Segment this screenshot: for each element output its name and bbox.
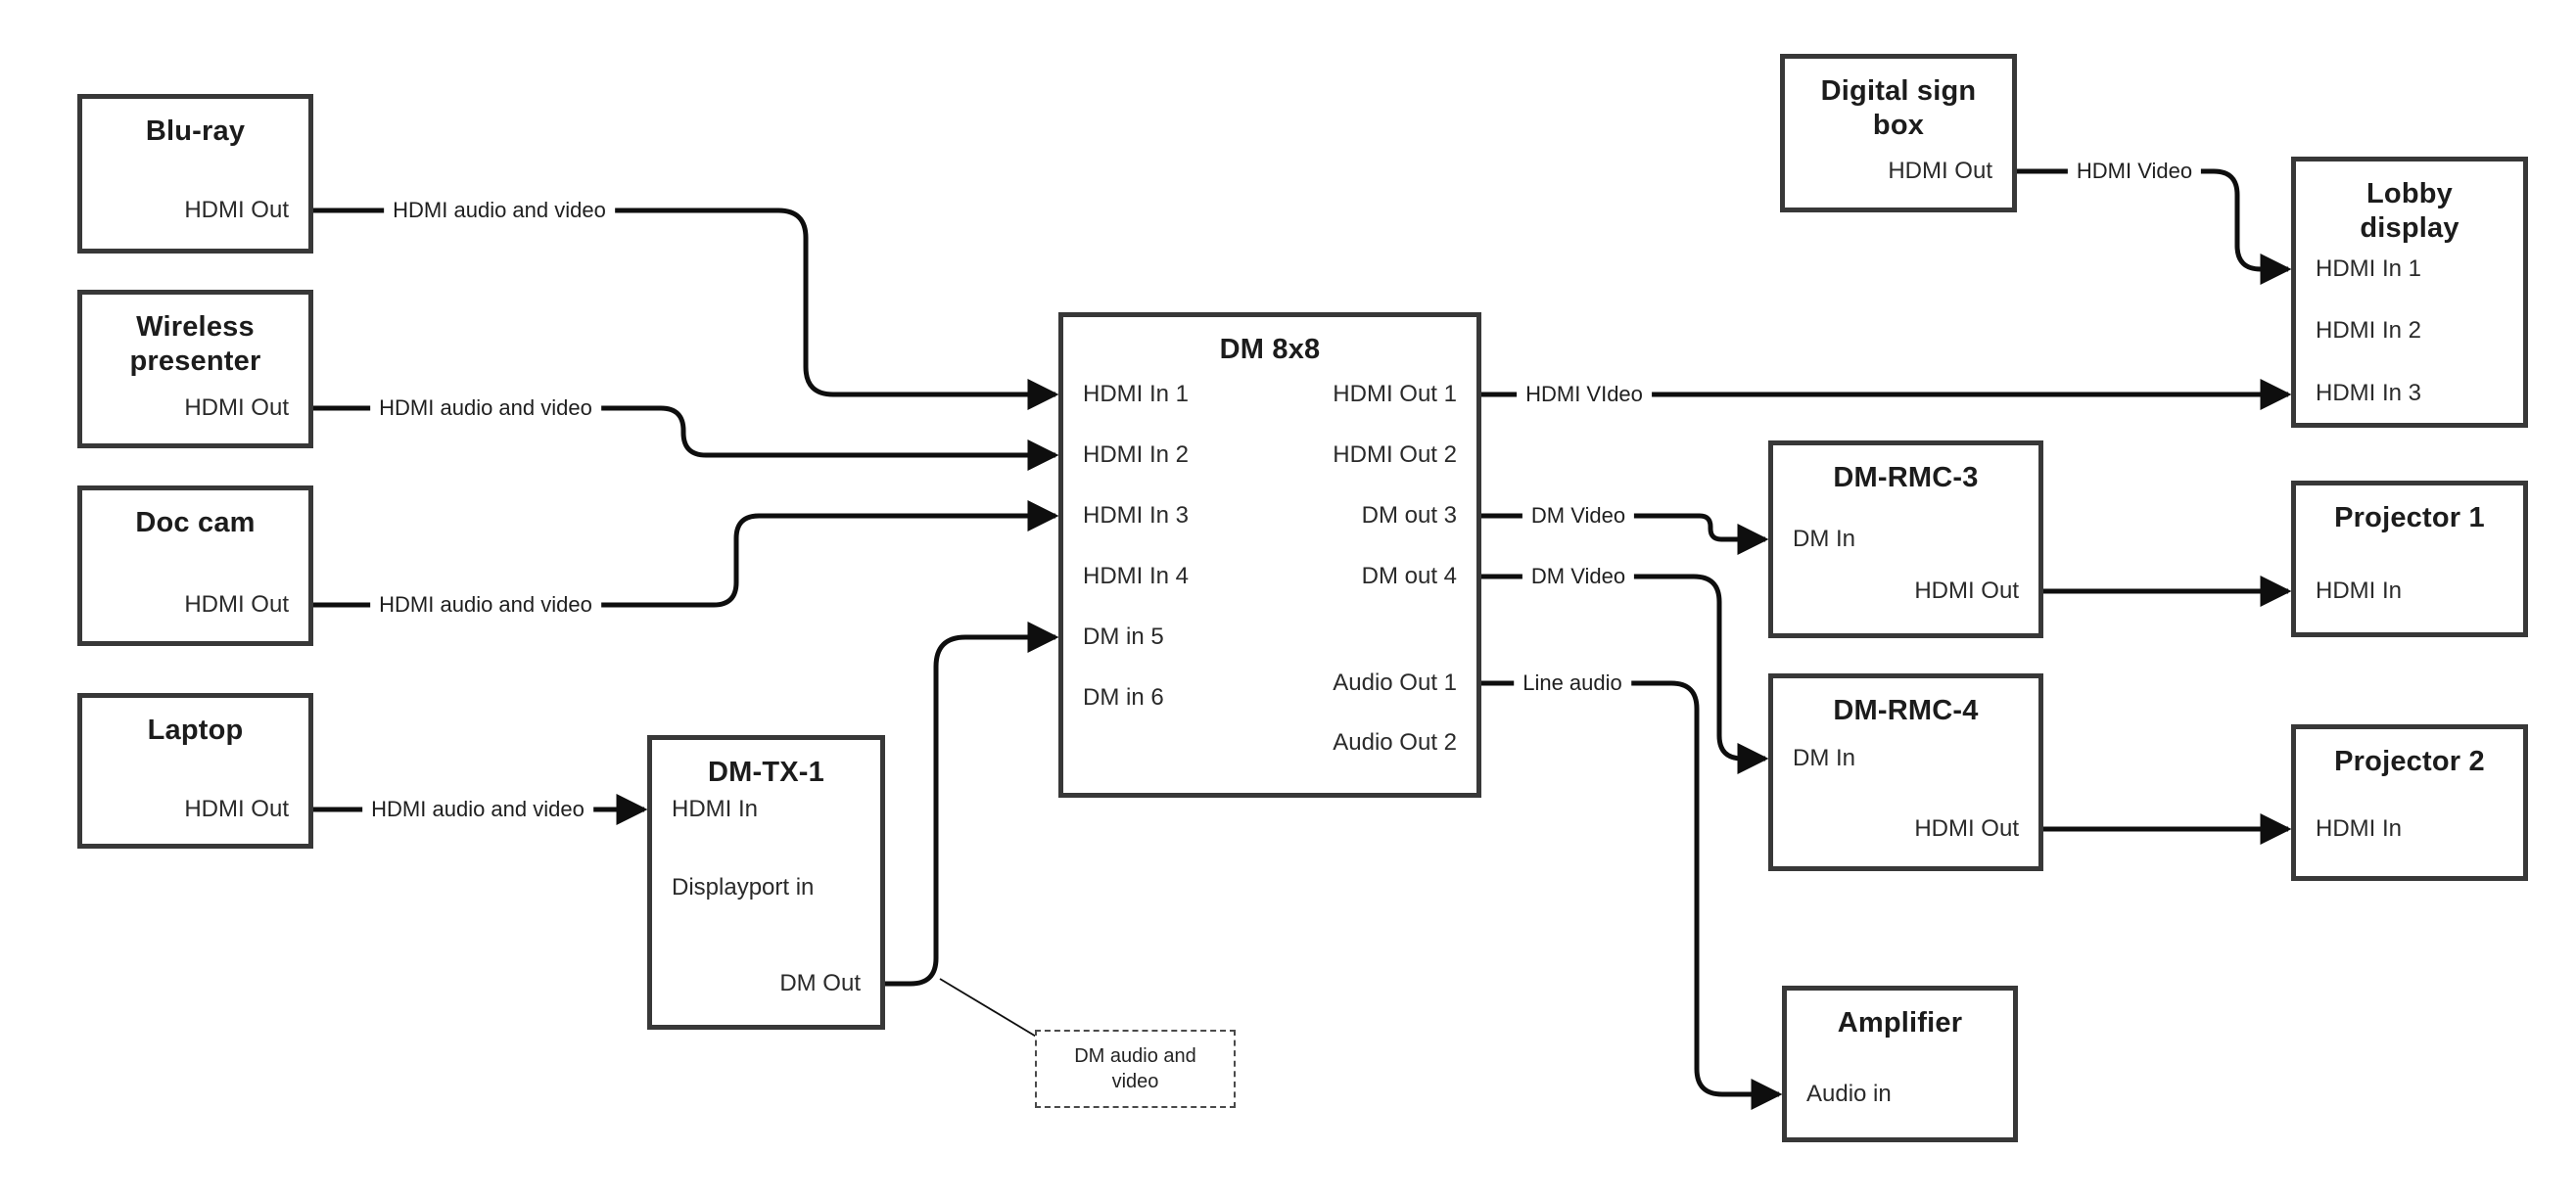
dm-8x8-port-dm-in-5: DM in 5: [1083, 624, 1164, 650]
wire-dm8x8-out4-to-rmc4-dmin: [1481, 574, 1769, 774]
dm-rmc-3-port-hdmi-out: HDMI Out: [1914, 577, 2019, 604]
dm-8x8-port-audio-out-1: Audio Out 1: [1333, 670, 1457, 696]
wire-dm8x8-out3-to-rmc3-dmin: [1481, 513, 1769, 555]
laptop-title: Laptop: [147, 715, 244, 746]
dm-rmc-4-title: DM-RMC-4: [1833, 695, 1979, 726]
dm-tx-1-port-dm-out: DM Out: [779, 970, 861, 996]
projector-2-port-hdmi-in: HDMI In: [2316, 815, 2403, 842]
wireless-presenter-port-hdmi-out: HDMI Out: [184, 394, 289, 421]
device-box-projector-2: Projector 2 HDMI In: [2291, 724, 2528, 881]
laptop-port-hdmi-out: HDMI Out: [184, 796, 289, 822]
dm-8x8-port-hdmi-in-2: HDMI In 2: [1083, 441, 1190, 468]
projector-2-title: Projector 2: [2334, 746, 2485, 777]
device-box-dm-rmc-4: DM-RMC-4 DM In HDMI Out: [1768, 673, 2043, 871]
dm-8x8-title: DM 8x8: [1219, 334, 1321, 365]
dm-8x8-port-hdmi-in-1: HDMI In 1: [1083, 381, 1190, 407]
dm-rmc-4-port-hdmi-out: HDMI Out: [1914, 815, 2019, 842]
amplifier-port-audio-in: Audio in: [1806, 1081, 1892, 1107]
wireless-presenter-title: Wireless presenter: [129, 311, 261, 377]
callout-leader-line: [939, 978, 1039, 1039]
dm-tx-1-port-displayport-in: Displayport in: [672, 874, 815, 901]
dm-8x8-port-dm-out-3: DM out 3: [1361, 502, 1457, 529]
lobby-display-title: Lobby display: [2360, 178, 2459, 244]
wire-dm8x8-audioout1-to-amp: [1481, 680, 1783, 1110]
wire-label-wireless-to-dm8x8-in2: HDMI audio and video: [370, 393, 601, 423]
dm-tx-1-title: DM-TX-1: [707, 757, 824, 788]
amplifier-title: Amplifier: [1837, 1007, 1963, 1039]
wire-wireless-to-dm8x8-in2: [313, 405, 1059, 471]
wire-label-dm8x8-out4-to-rmc4-dmin: DM Video: [1522, 562, 1635, 591]
bluray-port-hdmi-out: HDMI Out: [184, 197, 289, 223]
doc-cam-port-hdmi-out: HDMI Out: [184, 591, 289, 618]
dm-rmc-4-port-dm-in: DM In: [1793, 745, 1856, 771]
callout-dm-audio-and-video: DM audio and video: [1035, 1030, 1236, 1108]
doc-cam-title: Doc cam: [135, 507, 256, 538]
lobby-display-port-hdmi-in-2: HDMI In 2: [2316, 317, 2422, 344]
dm-rmc-3-title: DM-RMC-3: [1833, 462, 1979, 493]
wire-dmtx1-dmout-to-dm8x8-in5: [885, 621, 1059, 987]
digital-sign-box-title: Digital sign box: [1820, 75, 1977, 141]
dm-8x8-port-hdmi-out-1: HDMI Out 1: [1333, 381, 1457, 407]
dm-8x8-port-hdmi-in-4: HDMI In 4: [1083, 563, 1190, 589]
device-box-dm-rmc-3: DM-RMC-3 DM In HDMI Out: [1768, 440, 2043, 638]
dm-8x8-port-hdmi-out-2: HDMI Out 2: [1333, 441, 1457, 468]
wire-doccam-to-dm8x8-in3: [313, 499, 1059, 608]
lobby-display-port-hdmi-in-3: HDMI In 3: [2316, 380, 2422, 406]
dm-8x8-port-dm-in-6: DM in 6: [1083, 684, 1164, 711]
dm-8x8-port-audio-out-2: Audio Out 2: [1333, 729, 1457, 756]
dm-8x8-port-hdmi-in-3: HDMI In 3: [1083, 502, 1190, 529]
dm-8x8-port-dm-out-4: DM out 4: [1361, 563, 1457, 589]
lobby-display-port-hdmi-in-1: HDMI In 1: [2316, 255, 2422, 282]
wire-label-doccam-to-dm8x8-in3: HDMI audio and video: [370, 590, 601, 620]
wire-label-dm8x8-out3-to-rmc3-dmin: DM Video: [1522, 501, 1635, 531]
device-box-projector-1: Projector 1 HDMI In: [2291, 481, 2528, 637]
wire-label-bluray-to-dm8x8-in1: HDMI audio and video: [384, 196, 615, 225]
projector-1-title: Projector 1: [2334, 502, 2485, 533]
wire-label-signbox-to-lobby-in1: HDMI Video: [2067, 157, 2202, 186]
projector-1-port-hdmi-in: HDMI In: [2316, 577, 2403, 604]
wire-signbox-to-lobby-in1: [2017, 168, 2292, 285]
wire-label-dm8x8-out1-to-lobby-in3: HDMI VIdeo: [1517, 380, 1652, 409]
dm-tx-1-port-hdmi-in: HDMI In: [672, 796, 759, 822]
wire-bluray-to-dm8x8-in1: [313, 208, 1059, 410]
dm-rmc-3-port-dm-in: DM In: [1793, 526, 1856, 552]
wire-label-dm8x8-audioout1-to-amp: Line audio: [1514, 669, 1631, 698]
wire-label-laptop-to-dmtx1-hdmi-in: HDMI audio and video: [362, 795, 593, 824]
digital-sign-box-port-hdmi-out: HDMI Out: [1888, 158, 1992, 184]
bluray-title: Blu-ray: [145, 115, 246, 147]
